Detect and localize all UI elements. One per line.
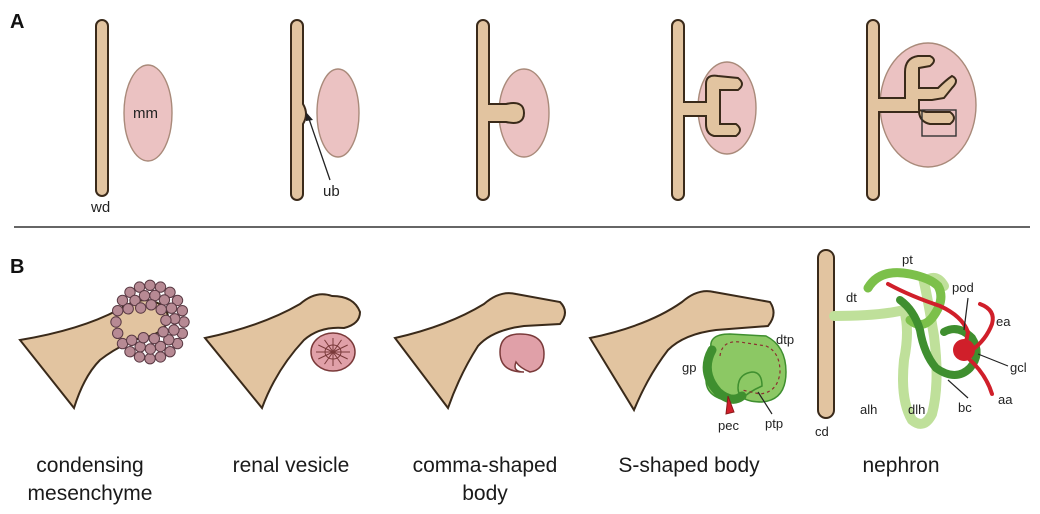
gcl-pointer [978, 354, 1008, 366]
mesenchyme-cell [139, 291, 149, 301]
stage-comma-shaped-body [395, 293, 565, 408]
mesenchyme-cell [136, 303, 146, 313]
collecting-duct [818, 250, 834, 418]
caption-line-2: body [400, 480, 570, 508]
mesenchyme-cell [155, 352, 165, 362]
label-dt: dt [846, 290, 857, 305]
wolffian-duct [96, 20, 108, 196]
caption-line-1: nephron [846, 452, 956, 480]
panel-a-letter: A [10, 11, 24, 33]
bc-pointer [948, 380, 968, 398]
ureteric-bud-invading [477, 20, 524, 200]
label-ptp: ptp [765, 416, 783, 431]
caption-nephron: nephron [846, 452, 956, 480]
stage-s-shaped-body: gp dtp pec ptp [590, 291, 794, 433]
label-aa: aa [998, 392, 1013, 407]
mesenchyme-cell [161, 315, 171, 325]
mesenchyme-cell [158, 327, 168, 337]
caption-s-shaped-body: S-shaped body [604, 452, 774, 480]
caption-line-1: condensing [20, 452, 160, 480]
ub-pointer-arrowhead [306, 112, 313, 121]
mesenchyme-cell [169, 325, 179, 335]
mesenchyme-cell [159, 295, 169, 305]
label-cd: cd [815, 424, 829, 439]
glomerular-capillary-loops [953, 339, 975, 361]
caption-condensing-mesenchyme: condensing mesenchyme [20, 452, 160, 508]
panel-b: gp dtp pec ptp pt pod dt ea gcl aa bc al… [20, 250, 1027, 439]
metanephric-mesenchyme [317, 69, 359, 157]
stage-renal-vesicle [205, 294, 360, 408]
label-ea: ea [996, 314, 1011, 329]
label-gcl: gcl [1010, 360, 1027, 375]
mesenchyme-cell [145, 280, 155, 290]
panel-a: mm wd ub [90, 20, 976, 216]
caption-renal-vesicle: renal vesicle [216, 452, 366, 480]
mesenchyme-cell [145, 354, 155, 364]
mesenchyme-cell [138, 333, 148, 343]
label-alh: alh [860, 402, 877, 417]
caption-line-2: mesenchyme [20, 480, 160, 508]
label-dlh: dlh [908, 402, 925, 417]
caption-line-1: comma-shaped [400, 452, 570, 480]
mesenchyme-cell [125, 347, 135, 357]
mesenchyme-cell [111, 317, 121, 327]
stage-nephron: pt pod dt ea gcl aa bc alh dlh cd [815, 250, 1027, 439]
panel-b-letter: B [10, 256, 24, 278]
stage-3 [477, 20, 549, 200]
stage-1: mm wd [90, 20, 172, 216]
mesenchyme-cell [145, 344, 155, 354]
label-pec: pec [718, 418, 739, 433]
mesenchyme-cell [146, 300, 156, 310]
mesenchyme-cell [149, 333, 159, 343]
mesenchyme-cell [156, 304, 166, 314]
mesenchyme-cell [113, 306, 123, 316]
mesenchyme-cell [165, 347, 175, 357]
caption-line-1: renal vesicle [216, 452, 366, 480]
label-pt: pt [902, 252, 913, 267]
label-ub: ub [323, 183, 340, 200]
ureteric-bud-tip [20, 300, 168, 408]
mesenchyme-cell [177, 306, 187, 316]
mesenchyme-cell [127, 335, 137, 345]
label-mm: mm [133, 105, 158, 122]
mesenchyme-cell [166, 303, 176, 313]
label-dtp: dtp [776, 332, 794, 347]
stage-condensing-mesenchyme [20, 280, 189, 408]
label-bc: bc [958, 400, 972, 415]
mesenchyme-cell [113, 328, 123, 338]
label-wd: wd [90, 199, 110, 216]
comma-shaped-body [500, 334, 544, 372]
caption-line-1: S-shaped body [604, 452, 774, 480]
stage-4 [672, 20, 756, 200]
afferent-arteriole [968, 358, 992, 394]
label-gp: gp [682, 360, 696, 375]
wolffian-duct-budding [291, 20, 306, 200]
stage-2: ub [291, 20, 359, 200]
mesenchyme-cell [123, 304, 133, 314]
label-pod: pod [952, 280, 974, 295]
mesenchyme-cell [134, 352, 144, 362]
stage-5 [867, 20, 976, 200]
caption-comma-shaped-body: comma-shaped body [400, 452, 570, 508]
